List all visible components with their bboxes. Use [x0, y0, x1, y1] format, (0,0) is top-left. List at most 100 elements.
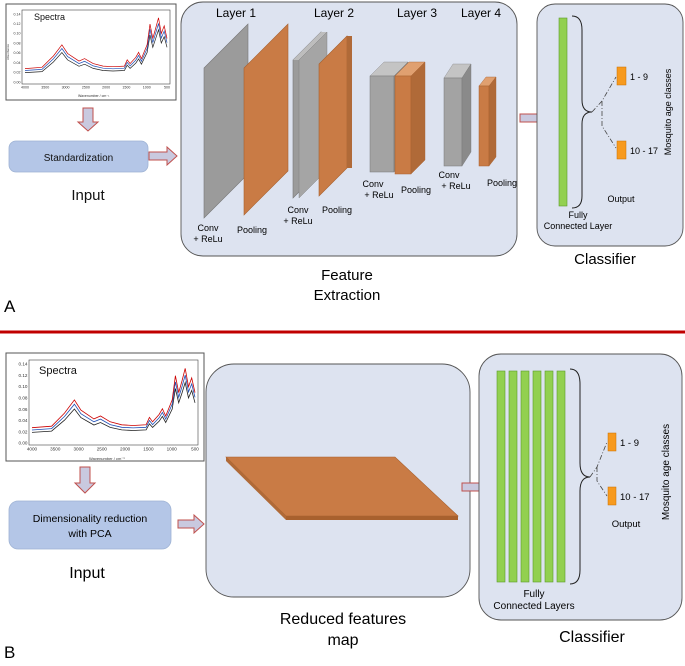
- layer-4-conv-label-1: Conv: [438, 170, 460, 180]
- output-label-a: Output: [607, 194, 635, 204]
- output-class-b-1: 1 - 9: [620, 438, 639, 449]
- layer-3-pooling-block: [394, 61, 426, 175]
- layer-2-header: Layer 2: [314, 6, 354, 20]
- xtick-label: 3000: [62, 86, 70, 90]
- ytick-label: 0.00: [14, 80, 21, 84]
- ytick-label: 0.08: [19, 395, 28, 400]
- ytick-label: 0.10: [14, 32, 21, 36]
- layer-3-pool-label: Pooling: [401, 185, 431, 195]
- panel-letter-b: B: [4, 643, 15, 661]
- reduced-features-label-1: Reduced features: [280, 611, 406, 628]
- spectra-yticks-b: 0.140.120.100.080.060.040.020.00: [19, 362, 28, 446]
- spectra-plot-b: Spectra 0.140.120.100.080.060.040.020.00…: [5, 352, 205, 462]
- mosquito-age-label-b: Mosquito age classes: [661, 424, 672, 520]
- spectra-xlabel-b: Wavenumber / cm⁻¹: [89, 456, 125, 461]
- fc-label-a-1: Fully: [568, 210, 588, 220]
- ytick-label: 0.10: [19, 384, 28, 389]
- xtick-label: 500: [164, 86, 170, 90]
- output-class-b-2: 10 - 17: [620, 492, 650, 503]
- layer-2-conv-label-1: Conv: [287, 205, 309, 215]
- xtick-label: 4000: [27, 447, 38, 452]
- pca-box: [8, 500, 172, 550]
- ytick-label: 0.04: [19, 418, 28, 423]
- output-label-b: Output: [612, 519, 641, 530]
- ytick-label: 0.12: [19, 373, 28, 378]
- classifier-title-b: Classifier: [559, 629, 625, 646]
- feature-extraction-label-2: Extraction: [314, 287, 381, 304]
- connector-lines-b: [589, 441, 608, 497]
- pca-label-2: with PCA: [67, 528, 111, 540]
- reduced-feature-map: [225, 456, 459, 520]
- fc-layers-b: [496, 370, 566, 583]
- ytick-label: 0.06: [14, 51, 21, 55]
- layer-4-conv-label-2: + ReLu: [441, 181, 470, 191]
- layer-4-conv-block: [443, 63, 472, 167]
- ytick-label: 0.14: [14, 12, 21, 16]
- layer-3-header: Layer 3: [397, 6, 437, 20]
- output-class-a-2: 10 - 17: [630, 146, 658, 156]
- xtick-label: 2000: [102, 86, 110, 90]
- xtick-label: 2000: [120, 447, 131, 452]
- reduced-features-label-2: map: [327, 632, 358, 649]
- output-node-a-1: [616, 66, 627, 86]
- right-arrow-b1: [177, 513, 205, 535]
- connector-lines-a: [591, 76, 617, 149]
- xtick-label: 1500: [122, 86, 130, 90]
- spectrum-blue-a: [24, 23, 168, 71]
- output-class-a-1: 1 - 9: [630, 72, 648, 82]
- spectrum-black-a: [24, 28, 168, 73]
- layer-4-pool-label: Pooling: [487, 178, 517, 188]
- xtick-label: 3000: [73, 447, 84, 452]
- output-node-a-2: [616, 140, 627, 160]
- panel-letter-a: A: [4, 297, 16, 316]
- ytick-label: 0.14: [19, 362, 28, 367]
- fc-label-a-2: Connected Layer: [544, 221, 613, 231]
- pca-label-1: Dimensionality reduction: [33, 513, 148, 525]
- ytick-label: 0.12: [14, 22, 21, 26]
- layer-4-pooling-block: [478, 76, 497, 167]
- input-label-a: Input: [71, 187, 105, 204]
- spectrum-blue-b: [31, 374, 196, 431]
- down-arrow-a: [76, 107, 100, 132]
- spectrum-red-b: [31, 368, 196, 429]
- layer-4-header: Layer 4: [461, 6, 501, 20]
- down-arrow-b: [73, 466, 97, 494]
- fc-label-b-2: Connected Layers: [493, 601, 574, 612]
- xtick-label: 4000: [21, 86, 29, 90]
- ytick-label: 0.08: [14, 41, 21, 45]
- ytick-label: 0.06: [19, 407, 28, 412]
- layer-1-pooling-block: [243, 23, 289, 216]
- standardization-label: Standardization: [44, 153, 114, 164]
- spectra-plot-a: Spectra Absorbance 0.140.120.100.080.060…: [5, 3, 177, 101]
- layer-2-pooling-block: [318, 35, 352, 197]
- classifier-title-a: Classifier: [574, 251, 636, 268]
- output-node-b-2: [607, 486, 617, 506]
- xtick-label: 1500: [143, 447, 154, 452]
- ytick-label: 0.02: [19, 429, 28, 434]
- ytick-label: 0.04: [14, 61, 21, 65]
- xtick-label: 2500: [97, 447, 108, 452]
- fc-layer-a: [558, 17, 568, 207]
- xtick-label: 3500: [41, 86, 49, 90]
- input-label-b: Input: [69, 565, 105, 582]
- layer-1-header: Layer 1: [216, 6, 256, 20]
- layer-2-conv-label-2: + ReLu: [283, 216, 312, 226]
- output-node-b-1: [607, 432, 617, 452]
- spectra-title-a: Spectra: [34, 12, 65, 22]
- layer-1-conv-label-2: + ReLu: [193, 234, 222, 244]
- mosquito-age-label-a: Mosquito age classes: [663, 68, 673, 155]
- fc-label-b-1: Fully: [523, 589, 544, 600]
- spectra-yticks-a: 0.14 0.12 0.10 0.08 0.06 0.04 0.02 0.00: [14, 12, 21, 84]
- layer-1-conv-label-1: Conv: [197, 223, 219, 233]
- ytick-label: 0.02: [14, 71, 21, 75]
- xtick-label: 2500: [82, 86, 90, 90]
- xtick-label: 1000: [167, 447, 178, 452]
- spectrum-black-b: [31, 380, 196, 433]
- spectrum-red-a: [24, 17, 168, 69]
- layer-3-conv-label-2: + ReLu: [364, 190, 393, 200]
- xtick-label: 3500: [50, 447, 61, 452]
- standardization-box: [8, 140, 149, 173]
